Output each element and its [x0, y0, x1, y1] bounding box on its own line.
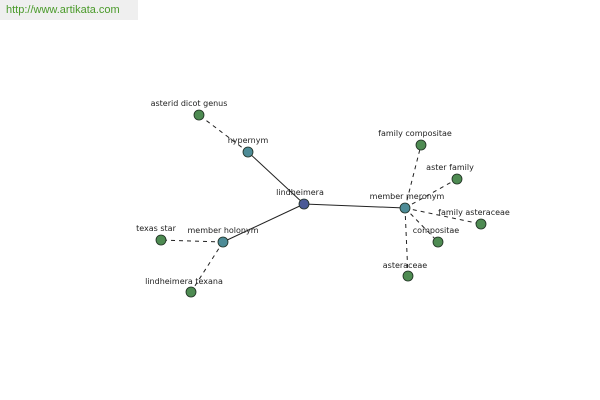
- edge-member-meronym-to-aster-family: [404, 178, 458, 209]
- label-family-compositae[interactable]: family compositae: [378, 129, 452, 138]
- node-member-meronym[interactable]: [399, 202, 411, 214]
- node-aster-family[interactable]: [451, 173, 463, 185]
- url-bar: http://www.artikata.com: [0, 0, 138, 20]
- node-hypernym[interactable]: [242, 146, 254, 158]
- edge-member-holonym-to-texas-star: [160, 239, 224, 243]
- edge-member-holonym-to-lindheimera-texana: [190, 241, 224, 293]
- node-family-asteraceae[interactable]: [475, 218, 487, 230]
- node-family-compositae[interactable]: [415, 139, 427, 151]
- label-asteraceae[interactable]: asteraceae: [383, 261, 428, 270]
- edge-member-meronym-to-compositae: [404, 207, 439, 243]
- label-member-meronym[interactable]: member meronym: [370, 192, 445, 201]
- label-lindheimera-texana[interactable]: lindheimera texana: [145, 277, 223, 286]
- node-member-holonym[interactable]: [217, 236, 229, 248]
- edge-center-to-member-meronym: [303, 203, 406, 209]
- graph-labels: lindheimera hypernym member holonym member …: [136, 99, 510, 286]
- site-url-link[interactable]: http://www.artikata.com: [6, 4, 120, 16]
- edge-center-to-member-holonym: [222, 203, 305, 243]
- node-asterid-dicot-genus[interactable]: [193, 109, 205, 121]
- graph-nodes: [155, 109, 487, 298]
- edge-member-meronym-to-asteraceae: [404, 207, 409, 277]
- node-lindheimera-texana[interactable]: [185, 286, 197, 298]
- label-asterid-dicot-genus[interactable]: asterid dicot genus: [151, 99, 228, 108]
- label-family-asteraceae[interactable]: family asteraceae: [438, 208, 510, 217]
- edge-center-to-hypernym: [247, 151, 305, 205]
- node-compositae[interactable]: [432, 236, 444, 248]
- label-hypernym[interactable]: hypernym: [228, 136, 269, 145]
- node-asteraceae[interactable]: [402, 270, 414, 282]
- label-compositae[interactable]: compositae: [413, 226, 459, 235]
- edge-hypernym-to-asterid-dicot-genus: [198, 114, 249, 153]
- edge-member-meronym-to-family-asteraceae: [404, 207, 482, 225]
- label-member-holonym[interactable]: member holonym: [187, 226, 258, 235]
- label-aster-family[interactable]: aster family: [426, 163, 474, 172]
- graph-edges: [160, 114, 482, 293]
- label-texas-star[interactable]: texas star: [136, 224, 176, 233]
- node-center[interactable]: [298, 198, 310, 210]
- label-center[interactable]: lindheimera: [276, 188, 324, 197]
- node-texas-star[interactable]: [155, 234, 167, 246]
- edge-member-meronym-to-family-compositae: [404, 144, 422, 209]
